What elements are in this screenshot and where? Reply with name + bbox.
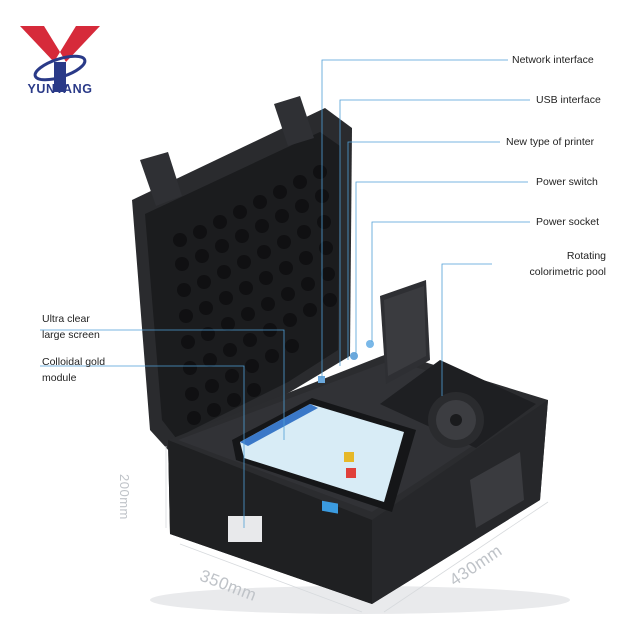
brand-name: YUNTANG	[27, 82, 93, 96]
callout-rotating-pool-line2: colorimetric pool	[529, 266, 606, 278]
callout-colloidal-gold-module: Colloidal gold module	[42, 354, 105, 386]
callout-printer: New type of printer	[506, 136, 595, 148]
callout-power-switch: Power switch	[536, 176, 598, 188]
callout-usb-interface: USB interface	[536, 94, 601, 106]
dimension-height: 200mm	[117, 474, 132, 520]
callout-power-socket: Power socket	[536, 216, 600, 228]
callout-module-line1: Colloidal gold	[42, 356, 106, 368]
callout-network-interface: Network interface	[512, 54, 594, 66]
callout-screen-line1: Ultra clear	[42, 313, 90, 325]
callout-module-line2: module	[42, 372, 77, 384]
yuntang-y-logo-icon	[20, 26, 100, 92]
callout-screen: Ultra clear large screen	[42, 311, 100, 343]
callout-rotating-pool-line1: Rotating	[566, 250, 606, 262]
callout-screen-line2: large screen	[42, 329, 100, 341]
callout-rotating-pool: Rotating colorimetric pool	[496, 248, 606, 280]
